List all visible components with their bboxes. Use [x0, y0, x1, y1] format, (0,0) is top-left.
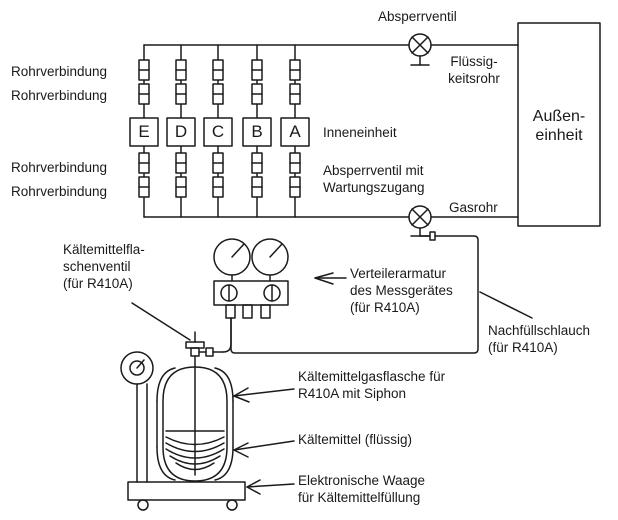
- indoor-unit-label: Inneneinheit: [323, 125, 397, 140]
- stop-valve-symbol: [408, 33, 432, 66]
- outdoor-unit-box: [517, 22, 601, 227]
- refrigerant-cylinder: [156, 366, 234, 482]
- cylinder-valve-label-3: (für R410A): [63, 276, 133, 291]
- indoor-unit-letter: A: [289, 122, 301, 141]
- indoor-unit-box: [166, 117, 196, 147]
- indoor-unit-box: [280, 117, 310, 147]
- manifold-label-2: des Messgerätes: [350, 283, 453, 298]
- liquid-refrigerant-label: Kältemittel (flüssig): [298, 432, 413, 447]
- cylinder-label-1: Kältemittelgasflasche für: [298, 369, 446, 384]
- liquid-pipe-label-2: keitsrohr: [448, 71, 500, 86]
- indoor-unit-letter: C: [211, 122, 225, 141]
- scale-label-1: Elektronische Waage: [298, 473, 426, 488]
- indoor-unit-box: [203, 117, 233, 147]
- scale-label-2: für Kältemittelfüllung: [298, 490, 421, 505]
- pipe-connection-label-2: Rohrverbindung: [11, 88, 108, 103]
- scale-platform: [127, 481, 246, 501]
- indoor-unit-box: [129, 117, 159, 147]
- pipe-connection-label-4: Rohrverbindung: [11, 184, 108, 199]
- cylinder-valve: [185, 317, 232, 368]
- service-valve-label-1: Absperrventil mit: [323, 163, 424, 178]
- indoor-unit-letter: D: [174, 122, 188, 141]
- leader-lines: [131, 272, 533, 495]
- cylinder-valve-label-1: Kältemittelfla-: [63, 242, 145, 257]
- outdoor-unit-label-1: Außen-: [532, 108, 586, 125]
- electronic-scale: [120, 351, 246, 511]
- cylinder-label-2: R410A mit Siphon: [298, 386, 407, 401]
- manifold-label-1: Verteilerarmatur: [350, 266, 447, 281]
- indoor-unit-letter: B: [251, 122, 263, 141]
- stop-valve-label: Absperrventil: [378, 9, 457, 24]
- charging-hose-label-1: Nachfüllschlauch: [488, 323, 591, 338]
- pipe-connection-label-3: Rohrverbindung: [11, 160, 108, 175]
- indoor-unit-letter: E: [138, 122, 150, 141]
- pipe-connection-label-1: Rohrverbindung: [11, 64, 108, 79]
- manifold-gauge: [213, 238, 289, 319]
- charging-hose: [230, 235, 479, 354]
- manifold-label-3: (für R410A): [350, 300, 420, 315]
- service-valve-symbol: [408, 205, 436, 241]
- cylinder-valve-label-2: schenventil: [63, 259, 131, 274]
- liquid-pipe-label-1: Flüssig-: [450, 54, 498, 69]
- indoor-unit-box: [242, 117, 272, 147]
- indoor-unit-branches: [129, 44, 310, 218]
- outdoor-unit-label-2: einheit: [535, 127, 583, 144]
- gas-pipe-label: Gasrohr: [449, 200, 498, 215]
- service-valve-label-2: Wartungszugang: [323, 180, 425, 195]
- charging-hose-label-2: (für R410A): [488, 340, 558, 355]
